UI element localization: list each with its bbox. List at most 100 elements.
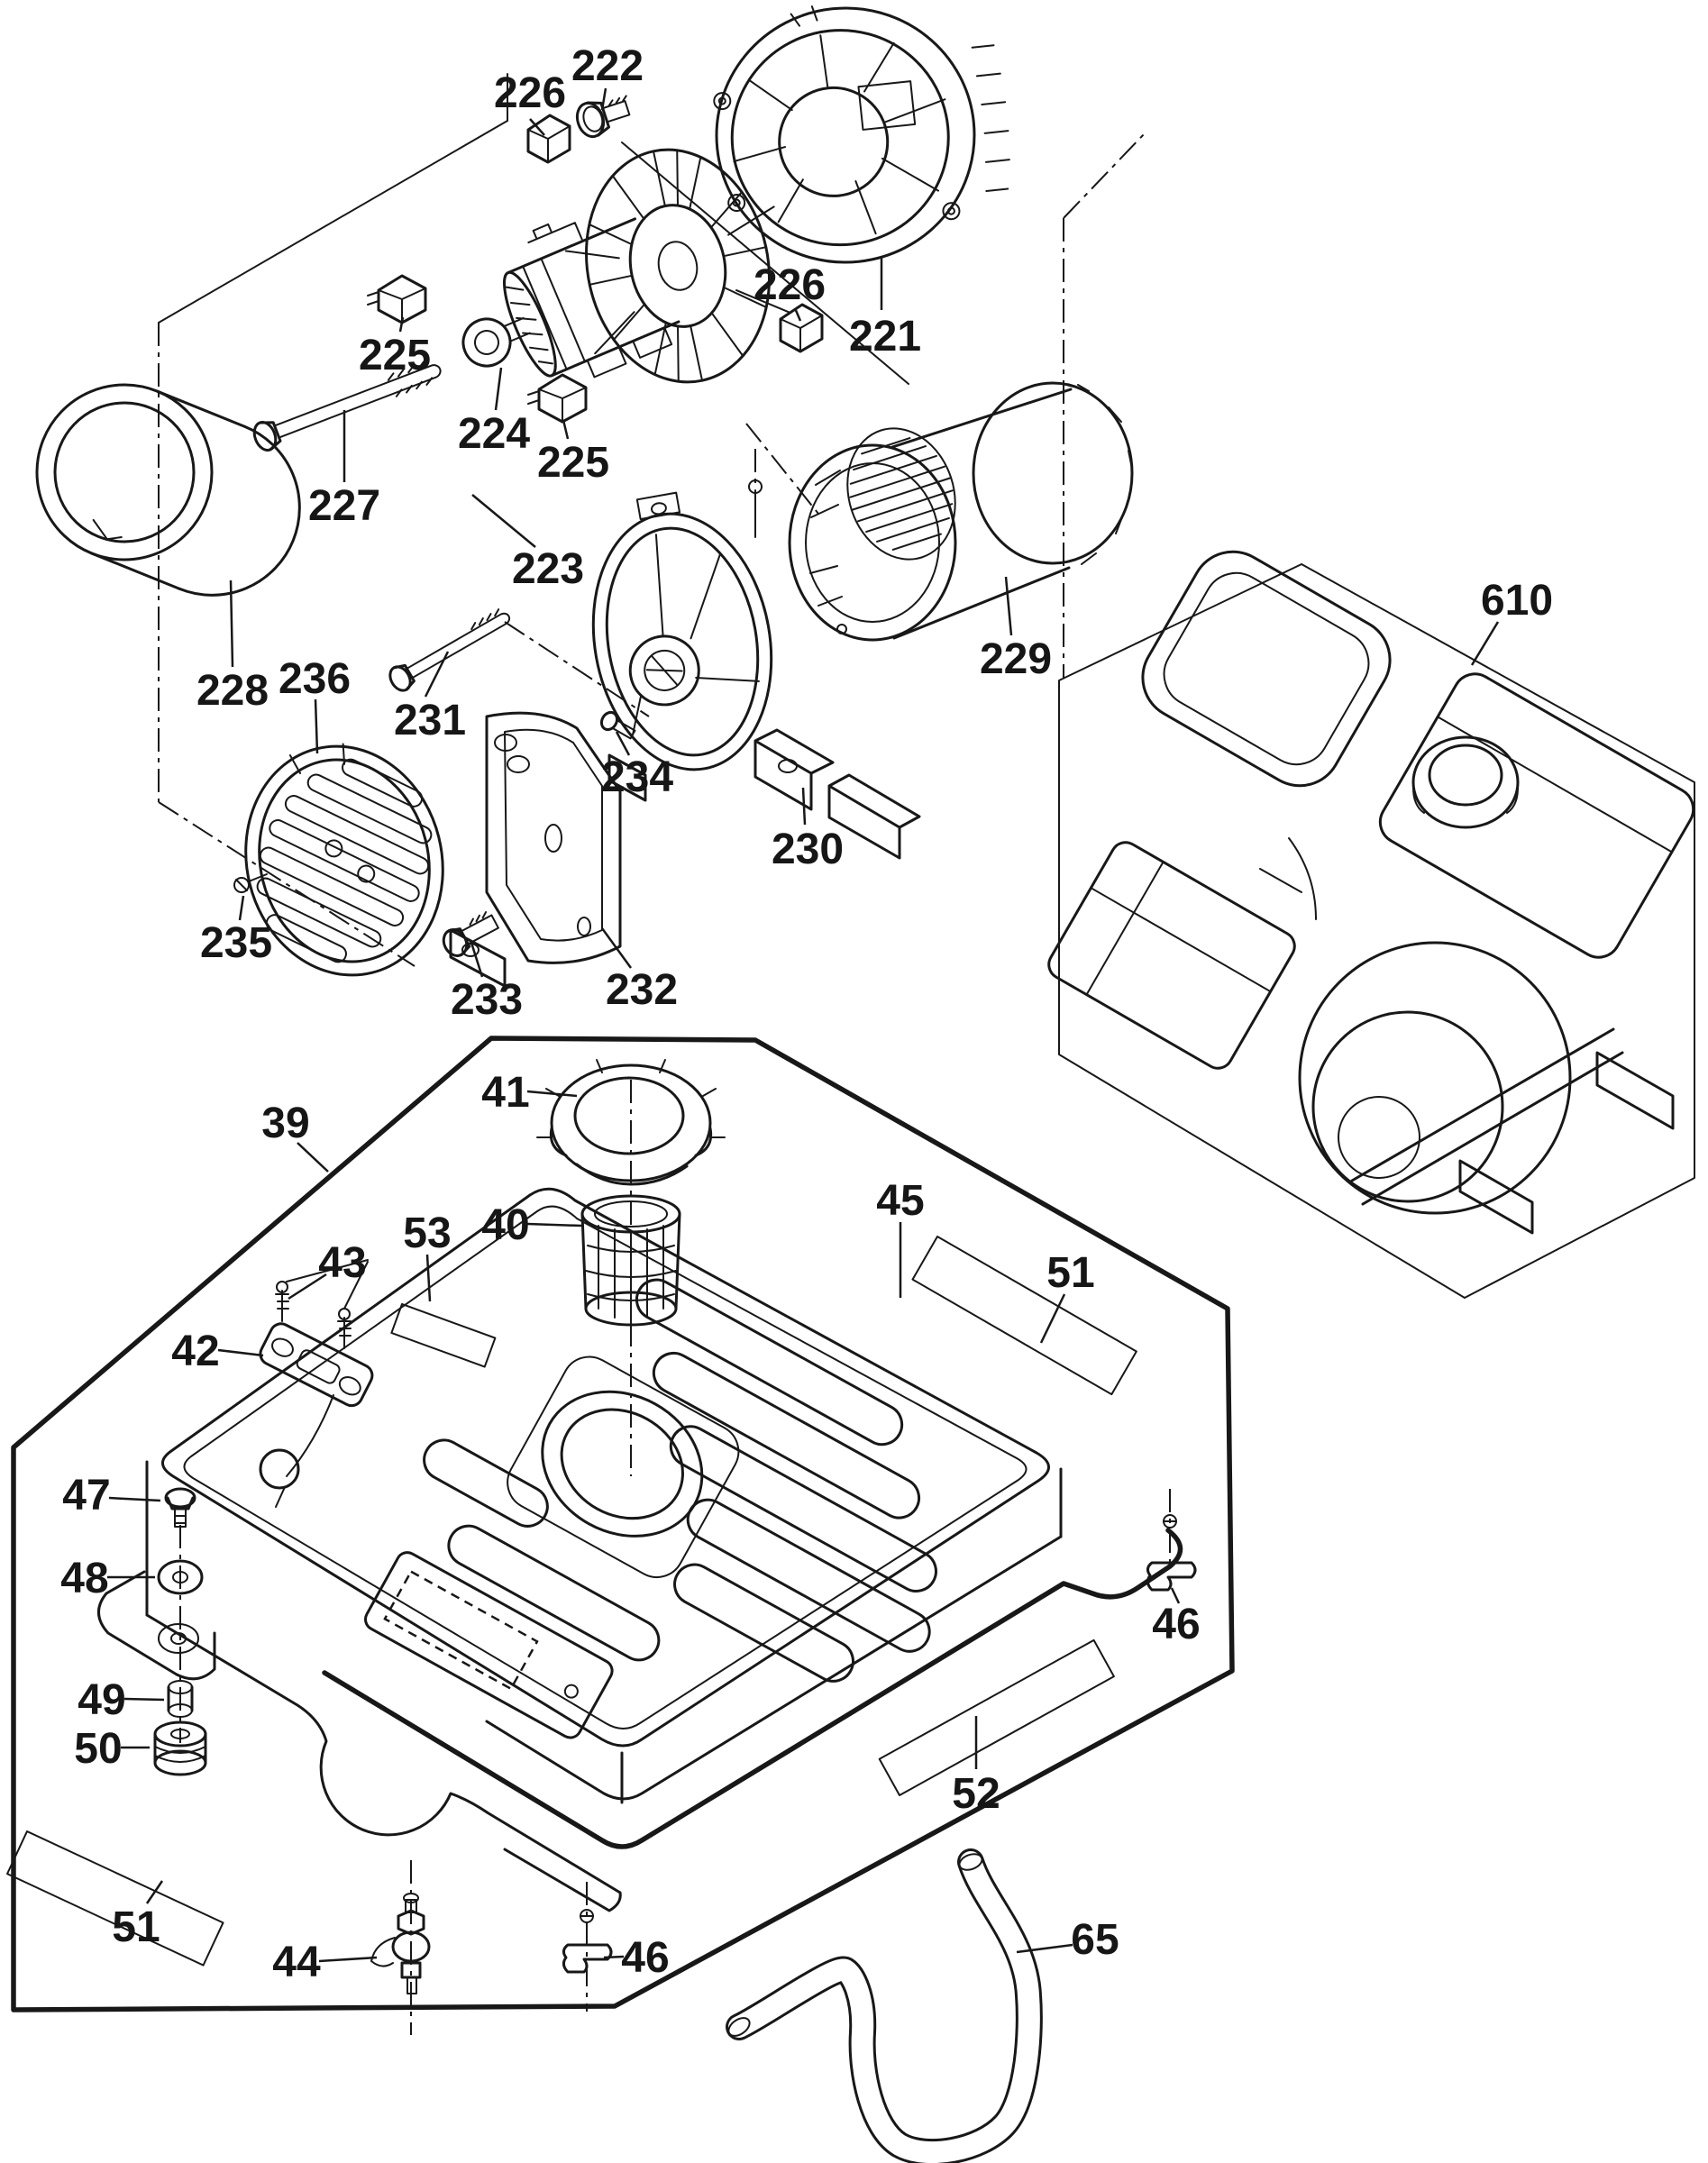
clip-225-bottom	[527, 373, 588, 424]
bolt-231	[388, 608, 511, 692]
leader-225-left	[398, 316, 405, 333]
clamp-46-bottom	[562, 1909, 613, 1974]
sticker-53	[390, 1303, 497, 1368]
leader-39	[297, 1142, 329, 1173]
screw-234	[599, 710, 636, 740]
part-label-221: 221	[849, 313, 921, 360]
screws-43	[275, 1259, 369, 1349]
sticker-51-bottom	[6, 1830, 224, 1967]
bolt-227	[252, 360, 442, 452]
leader-229	[1004, 576, 1013, 636]
fuel-gauge-42	[259, 1322, 374, 1508]
part-label-225-bottom: 225	[537, 439, 609, 487]
end-bracket-230	[591, 479, 921, 860]
drain-hose-65	[726, 1848, 1043, 2163]
part-label-46-right: 46	[1152, 1601, 1200, 1648]
part-label-46-bottom: 46	[621, 1934, 669, 1982]
leader-230	[801, 787, 807, 826]
engine-boundary	[1058, 563, 1695, 1299]
sticker-52	[878, 1638, 1115, 1796]
leader-228	[229, 580, 234, 668]
part-label-47: 47	[62, 1472, 110, 1520]
clamp-46-right	[1146, 1514, 1197, 1592]
leader-232	[600, 927, 633, 969]
bolt-47	[164, 1487, 196, 1528]
blower-housing-221	[713, 5, 1010, 264]
clip-226-top	[526, 114, 571, 164]
part-label-233: 233	[451, 976, 523, 1024]
leader-51-bottom	[145, 1880, 164, 1904]
leader-40	[526, 1222, 582, 1228]
leader-222	[600, 87, 607, 111]
leader-224	[494, 367, 503, 411]
support-bracket-232	[449, 711, 622, 988]
part-label-230: 230	[772, 826, 844, 873]
part-label-50: 50	[74, 1725, 122, 1773]
part-label-40: 40	[481, 1201, 529, 1249]
part-label-43: 43	[318, 1239, 366, 1287]
leader-43	[288, 1273, 327, 1301]
clip-225-left	[367, 274, 427, 324]
part-label-225-left: 225	[359, 332, 431, 379]
adjusting-band-228	[35, 383, 301, 597]
leader-234	[615, 731, 631, 756]
part-label-223: 223	[512, 545, 584, 593]
part-label-235: 235	[200, 919, 272, 967]
leader-44	[318, 1956, 378, 1963]
leader-610	[1470, 621, 1500, 666]
part-label-44: 44	[272, 1939, 321, 1986]
leader-236	[314, 698, 319, 754]
part-label-51-right: 51	[1046, 1249, 1094, 1297]
leader-231	[424, 651, 450, 698]
part-label-41: 41	[481, 1069, 529, 1117]
leader-226-top	[529, 118, 545, 136]
part-label-228: 228	[196, 667, 269, 715]
sticker-51-right	[911, 1236, 1137, 1396]
fan-224	[564, 148, 790, 384]
leader-47	[108, 1496, 161, 1502]
leader-46-bottom	[603, 1955, 625, 1959]
part-label-39: 39	[261, 1100, 309, 1147]
washer-48	[157, 1559, 204, 1595]
part-label-229: 229	[980, 635, 1052, 683]
fuel-cap-41	[536, 1059, 726, 1186]
screw-235	[233, 873, 268, 893]
leader-51-right	[1039, 1293, 1066, 1344]
leader-41	[526, 1090, 578, 1098]
part-label-49: 49	[78, 1676, 125, 1724]
stator-224	[461, 217, 680, 379]
part-label-51-bottom: 51	[112, 1903, 160, 1951]
leader-226-right	[793, 307, 802, 322]
part-label-42: 42	[171, 1328, 219, 1375]
leader-42	[217, 1348, 264, 1357]
fuel-strainer-40	[580, 1194, 681, 1327]
leader-233	[470, 942, 484, 978]
clip-226-right	[779, 303, 824, 353]
leader-49	[123, 1697, 165, 1702]
rotor-229	[788, 381, 1134, 642]
leader-223	[471, 494, 536, 548]
part-label-232: 232	[606, 966, 678, 1014]
part-label-610: 610	[1481, 577, 1553, 625]
part-label-224: 224	[458, 410, 530, 458]
grommet-50	[153, 1720, 207, 1776]
fuel-tank-39	[6, 1187, 1183, 1967]
spacer-49	[167, 1680, 194, 1718]
fuel-valve-44	[370, 1893, 431, 1994]
leader-235	[238, 895, 245, 921]
part-label-52: 52	[952, 1770, 1000, 1818]
tank-assembly-boundary	[11, 1036, 1235, 2012]
leader-lines	[107, 87, 1500, 1963]
part-label-236: 236	[279, 655, 351, 703]
part-label-227: 227	[308, 482, 380, 530]
part-label-234: 234	[601, 753, 673, 801]
leader-225-bottom	[562, 419, 570, 440]
part-label-226-right: 226	[754, 261, 826, 309]
bolt-233	[442, 911, 499, 957]
engine-610	[1047, 550, 1695, 1235]
part-label-48: 48	[60, 1555, 108, 1602]
part-label-222: 222	[571, 42, 644, 90]
part-label-53: 53	[403, 1209, 451, 1257]
